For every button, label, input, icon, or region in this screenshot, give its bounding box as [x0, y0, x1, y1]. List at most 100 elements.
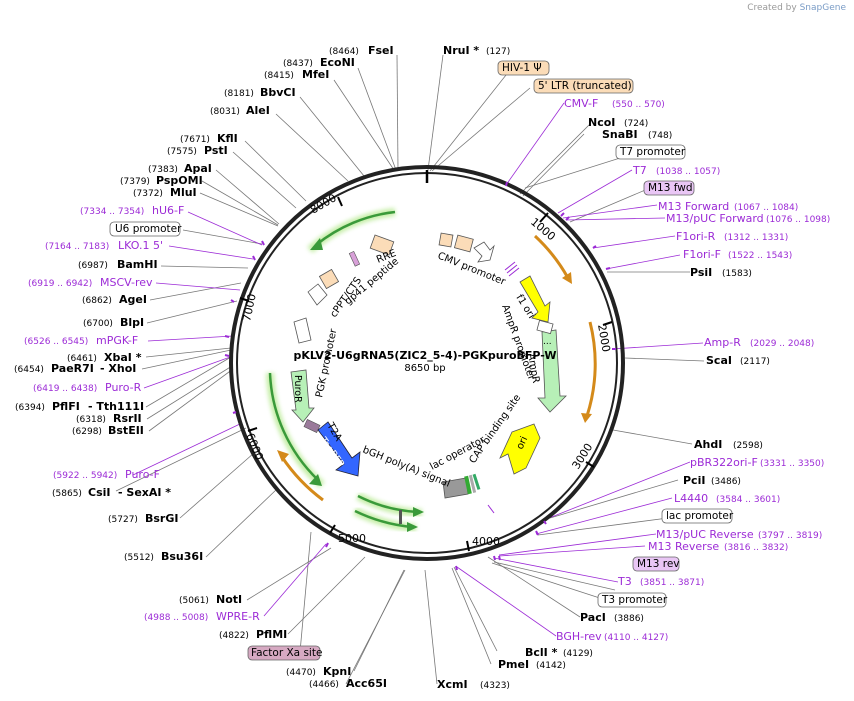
primer-range-pbr322ori-f: (3331 .. 3350) — [760, 459, 824, 469]
primer-t3: T3 — [617, 575, 632, 588]
enzyme-pos-nrui: (127) — [486, 47, 510, 57]
primer-range-wpre-r: (4988 .. 5008) — [144, 613, 208, 623]
box-hiv-psi: HIV-1 Ψ — [502, 62, 542, 74]
enzyme-pos-kpni: (4470) — [286, 668, 316, 678]
enzyme-pos-ncoi: (724) — [624, 119, 648, 129]
box-t3-promoter: T3 promoter — [601, 594, 668, 606]
label-cmv-promoter: CMV promoter — [436, 251, 508, 289]
primer-pbr322ori-f: pBR322ori-F — [690, 456, 758, 469]
enzyme-rsrii: RsrII — [113, 412, 142, 425]
cppt-box — [318, 268, 340, 290]
tick-label-2000: 2000 — [595, 323, 613, 353]
enzyme-ahdi: AhdI — [694, 438, 722, 451]
enzyme-fsei: FseI — [368, 44, 394, 57]
enzyme-snabi: SnaBI — [602, 128, 638, 141]
enzyme-kfli: KflI — [217, 132, 238, 145]
ampr-arrow — [537, 329, 567, 413]
enzyme-xbai: XbaI * — [104, 351, 142, 364]
primer-range-t7: (1038 .. 1057) — [656, 167, 720, 177]
label-ellipsis: ... — [543, 337, 552, 347]
enzyme-pos-noti: (5061) — [179, 596, 209, 606]
snapgene-logo-text: SnapGene — [799, 3, 846, 13]
enzyme-bbvci: BbvCI — [260, 86, 296, 99]
enzyme-pos-ahdi: (2598) — [733, 441, 763, 451]
enzyme-pos-bsu36i: (5512) — [124, 553, 154, 563]
enzyme-pos-pmei: (4142) — [536, 661, 566, 671]
box-factor-xa: Factor Xa site — [251, 647, 322, 659]
box-lac-promoter: lac promoter — [666, 510, 734, 522]
pgk-promoter-arrow — [293, 317, 312, 344]
enzyme-mlui: MluI — [170, 186, 197, 199]
primer-range-m13puc-reverse: (3797 .. 3819) — [758, 531, 822, 541]
primer-m13puc-forward: M13/pUC Forward — [666, 212, 764, 225]
enzyme-bsteii: BstEII — [108, 424, 144, 437]
puror-arrow — [290, 369, 315, 423]
primer-range-mscv-rev: (6919 .. 6942) — [28, 279, 92, 289]
box-5-ltr: 5' LTR (truncated) — [538, 80, 632, 92]
f1-ori-arrow — [519, 275, 551, 323]
gp41-box — [348, 250, 361, 267]
bgh-mark — [399, 510, 402, 524]
enzyme-tth111i: - Tth111I — [88, 400, 144, 413]
enzyme-pos-acc65i: (4466) — [309, 680, 339, 690]
primer-t7: T7 — [632, 164, 647, 177]
tick-label-7000: 7000 — [240, 293, 259, 323]
tagbfp-arrow — [317, 421, 361, 477]
primer-l4440: L4440 — [674, 492, 708, 505]
enzyme-csii: CsiI — [88, 486, 110, 499]
enzyme-psti: PstI — [204, 144, 228, 157]
box-u6-promoter: U6 promoter — [115, 223, 182, 235]
primer-range-m13-forward: (1067 .. 1084) — [734, 203, 798, 213]
enzyme-nrui: NruI * — [443, 44, 479, 57]
enzyme-pos-bamhi: (6987) — [78, 261, 108, 271]
primer-range-t3: (3851 .. 3871) — [640, 578, 704, 588]
primer-amp-r: Amp-R — [704, 336, 741, 349]
enzyme-pmei: PmeI — [498, 658, 529, 671]
primer-puro-f: Puro-F — [125, 468, 160, 481]
enzyme-pos-pflmi: (4822) — [219, 631, 249, 641]
primer-range-puro-f: (5922 .. 5942) — [53, 471, 117, 481]
enzyme-pos-bcli: (4129) — [563, 649, 593, 659]
enzyme-alei: AleI — [246, 104, 270, 117]
primer-range-f1ori-f: (1522 .. 1543) — [728, 251, 792, 261]
enzyme-pos-scai: (2117) — [740, 357, 770, 367]
enzyme-pos-pcii: (3486) — [711, 477, 741, 487]
enzyme-noti: NotI — [216, 593, 242, 606]
enzyme-paci: PacI — [580, 611, 606, 624]
enzyme-psii: PsiI — [690, 266, 712, 279]
enzyme-econi: EcoNI — [320, 56, 355, 69]
enzyme-blpi: BlpI — [120, 316, 144, 329]
ampr-promoter-box — [536, 319, 554, 335]
enzyme-mfei: MfeI — [302, 68, 329, 81]
primer-lko1: LKO.1 5' — [118, 239, 163, 252]
ltr-box — [438, 232, 454, 248]
credit-prefix: Created by — [747, 3, 797, 13]
enzyme-pos-pflfi: (6394) — [15, 403, 45, 413]
tick-label-4000: 4000 — [472, 535, 500, 548]
primer-range-mpgk-f: (6526 .. 6545) — [24, 337, 88, 347]
enzyme-pos-psii: (1583) — [722, 269, 752, 279]
cmv-promoter-arrow — [473, 241, 495, 263]
enzyme-paer7i: PaeR7I — [51, 362, 94, 375]
enzyme-kpni: KpnI — [323, 665, 351, 678]
label-pgk-promoter: PGK promoter — [314, 327, 339, 399]
enzyme-pos-snabi: (748) — [648, 131, 672, 141]
feature-orange-arc-2 — [585, 321, 597, 417]
snapgene-credit: Created by SnapGene — [747, 3, 846, 13]
enzyme-pflmi: PflMI — [256, 628, 287, 641]
primer-m13-forward: M13 Forward — [658, 200, 729, 213]
primer-m13-reverse: M13 Reverse — [648, 540, 719, 553]
plasmid-size: 8650 bp — [404, 363, 445, 374]
primer-m13puc-reverse: M13/pUC Reverse — [656, 528, 754, 541]
enzyme-scai: ScaI — [706, 354, 732, 367]
rre-box — [369, 234, 395, 256]
plasmid-name: pKLV2-U6gRNA5(ZIC2_5-4)-PGKpuroBFP-W — [294, 349, 557, 362]
ori-arrow — [499, 423, 541, 475]
enzyme-acc65i: Acc65I — [346, 677, 387, 690]
enzyme-pos-psti: (7575) — [167, 147, 197, 157]
primer-f1ori-f: F1ori-F — [683, 248, 721, 261]
scale-ticks — [239, 196, 613, 552]
primer-f1ori-r: F1ori-R — [676, 230, 716, 243]
box-t7-promoter: T7 promoter — [619, 146, 686, 158]
primer-range-m13-reverse: (3816 .. 3832) — [724, 543, 788, 553]
